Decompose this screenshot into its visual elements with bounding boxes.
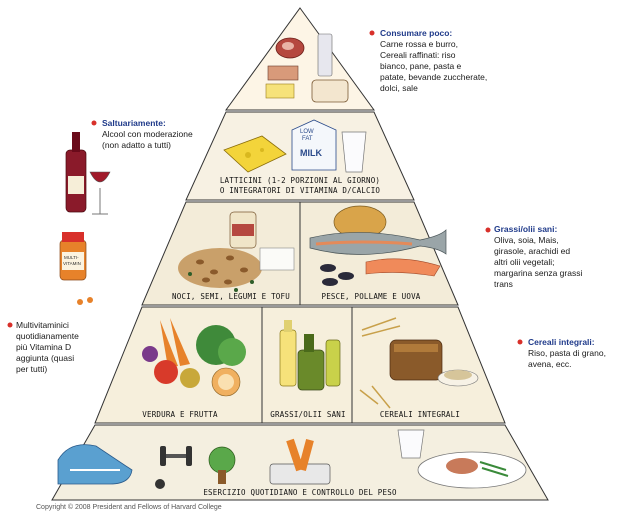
note-line: dolci, sale — [380, 83, 500, 94]
note-eat-sparingly: Consumare poco: Carne rossa e burro, Cer… — [380, 28, 500, 94]
tier-label-nuts: NOCI, SEMI, LEGUMI E TOFU — [164, 292, 298, 302]
note-line: quotidianamente — [16, 331, 106, 342]
note-line: Riso, pasta di grano, — [528, 348, 636, 359]
tier-label-fish: PESCE, POLLAME E UOVA — [306, 292, 436, 302]
note-line: Multivitaminici — [16, 320, 106, 331]
note-line: per tutti) — [16, 364, 106, 375]
note-whole-grains: Cereali integrali: Riso, pasta di grano,… — [528, 337, 636, 370]
tier-label-dairy: LATTICINI (1-2 PORZIONI AL GIORNO) O INT… — [208, 176, 392, 196]
butter-icon — [266, 84, 294, 98]
note-healthy-fats-heading: Grassi/olii sani: — [494, 224, 614, 235]
note-line: aggiunta (quasi — [16, 353, 106, 364]
note-line: girasole, arachidi ed — [494, 246, 614, 257]
note-line: altri olii vegetali; — [494, 257, 614, 268]
dairy-label-line-2: O INTEGRATORI DI VITAMINA D/CALCIO — [208, 186, 392, 196]
milk-glass-icon — [342, 132, 366, 172]
note-line: patate, bevande zuccherate, — [380, 72, 500, 83]
note-occasionally-heading: Saltuariamente: — [102, 118, 212, 129]
note-line: Alcool con moderazione — [102, 129, 212, 140]
note-healthy-fats: Grassi/olii sani: Oliva, soia, Mais, gir… — [494, 224, 614, 290]
vitamin-label-2: VITAMIN — [63, 261, 81, 266]
note-eat-sparingly-heading: Consumare poco: — [380, 28, 500, 39]
multivitamin-bottle-icon: MULTI- VITAMIN — [60, 232, 93, 305]
milk-low-label: LOW — [300, 129, 314, 135]
milk-label: MILK — [300, 148, 322, 158]
milk-carton-icon: LOW FAT MILK — [292, 120, 336, 170]
note-line: bianco, pane, pasta e — [380, 61, 500, 72]
tier-top — [226, 8, 374, 110]
note-line: Cereali raffinati: riso — [380, 50, 500, 61]
note-line: più Vitamina D — [16, 342, 106, 353]
note-line: margarina senza grassi — [494, 268, 614, 279]
dairy-label-line-1: LATTICINI (1-2 PORZIONI AL GIORNO) — [208, 176, 392, 186]
tier-label-exercise: ESERCIZIO QUOTIDIANO E CONTROLLO DEL PES… — [160, 488, 440, 498]
note-line: avena, ecc. — [528, 359, 636, 370]
milk-fat-label: FAT — [302, 136, 313, 142]
vitamin-label-1: MULTI- — [64, 255, 79, 260]
note-line: trans — [494, 279, 614, 290]
note-whole-grains-heading: Cereali integrali: — [528, 337, 636, 348]
tier-label-grains: CEREALI INTEGRALI — [360, 410, 480, 420]
note-line: Oliva, soia, Mais, — [494, 235, 614, 246]
note-line: Carne rossa e burro, — [380, 39, 500, 50]
note-multivitamin: Multivitaminici quotidianamente più Vita… — [16, 320, 106, 375]
tier-label-veg: VERDURA E FRUTTA — [120, 410, 240, 420]
copyright-text: Copyright © 2008 President and Fellows o… — [36, 504, 222, 511]
note-line: (non adatto a tutti) — [102, 140, 212, 151]
tier-label-oils: GRASSI/OLII SANI — [266, 410, 350, 420]
note-occasionally: Saltuariamente: Alcool con moderazione (… — [102, 118, 212, 151]
